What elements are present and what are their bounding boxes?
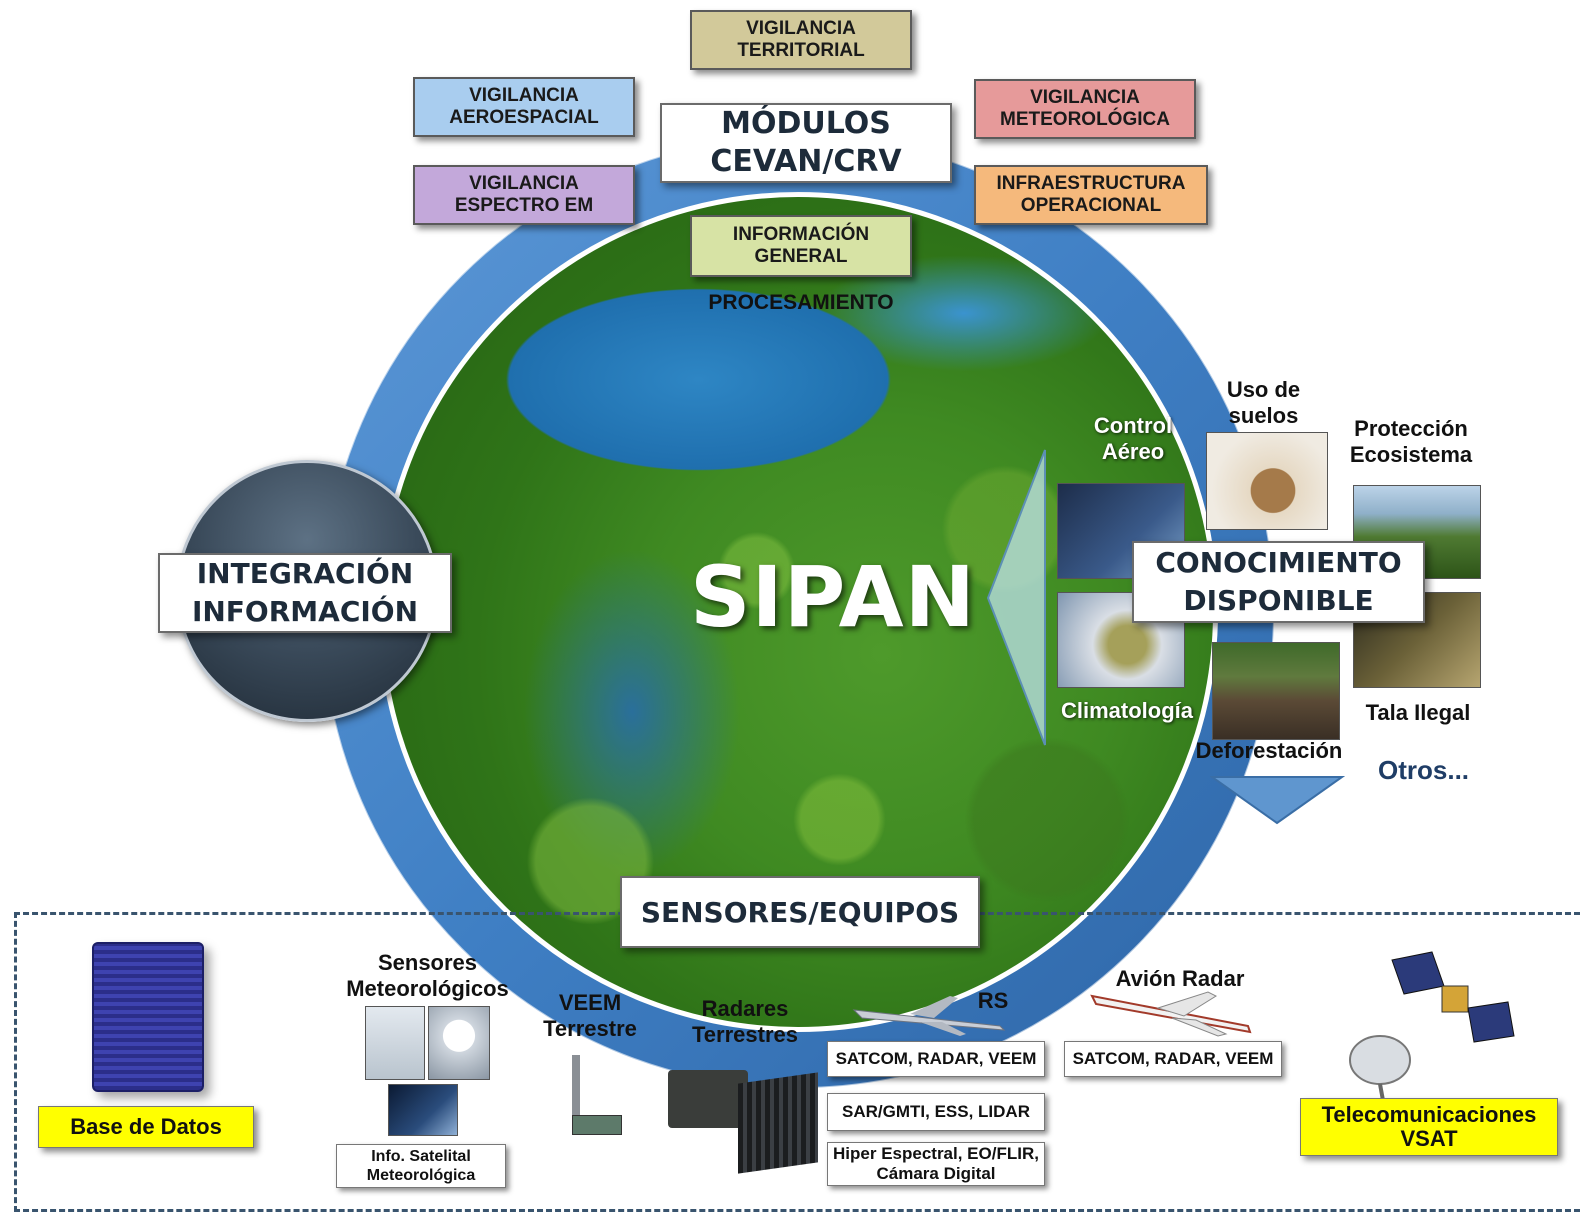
sensores-met-line: Sensores xyxy=(377,950,478,975)
rs-box-3-line: Hiper Espectral, EO/FLIR, xyxy=(833,1144,1039,1163)
rs-box-2: SAR/GMTI, ESS, LIDAR xyxy=(827,1093,1045,1131)
uso-suelos-photo xyxy=(1206,432,1328,530)
tala-label: Tala Ilegal xyxy=(1365,700,1471,725)
knowledge-arrow xyxy=(986,449,1046,746)
deforestacion-photo xyxy=(1212,642,1340,740)
sensores-title: SENSORES/EQUIPOS xyxy=(640,895,960,929)
radares-line: Radares xyxy=(701,996,789,1021)
uso-suelos-label: Uso de suelos xyxy=(1206,377,1321,429)
proteccion-label: Protección Ecosistema xyxy=(1340,416,1482,468)
module-line: ESPECTRO EM xyxy=(454,195,594,216)
radar-unit-icon xyxy=(668,1070,748,1128)
rs-box-1: SATCOM, RADAR, VEEM xyxy=(827,1041,1045,1077)
rs-box-3: Hiper Espectral, EO/FLIR, Cámara Digital xyxy=(827,1142,1045,1186)
radome-photo xyxy=(428,1006,490,1080)
modulos-title-line: CEVAN/CRV xyxy=(710,144,902,179)
veem-shelter-icon xyxy=(572,1115,622,1135)
uso-suelos-line: Uso de xyxy=(1226,377,1301,402)
veem-label: VEEM Terrestre xyxy=(530,990,650,1042)
server-icon xyxy=(92,942,204,1092)
module-vigilancia-aeroespacial: VIGILANCIA AEROESPACIAL xyxy=(413,77,635,137)
conocimiento-box: CONOCIMIENTO DISPONIBLE xyxy=(1132,541,1425,623)
veem-tower-icon xyxy=(572,1055,580,1133)
module-line: METEOROLÓGICA xyxy=(1000,109,1170,130)
info-satelital-line: Meteorológica xyxy=(366,1167,476,1184)
uso-suelos-line: suelos xyxy=(1228,403,1299,428)
module-line: VIGILANCIA xyxy=(469,85,579,106)
weather-station-photo xyxy=(365,1006,425,1080)
module-vigilancia-espectro-em: VIGILANCIA ESPECTRO EM xyxy=(413,165,635,225)
proteccion-line: Protección xyxy=(1354,416,1468,441)
modulos-title-box: MÓDULOS CEVAN/CRV xyxy=(660,103,952,183)
sensores-box: SENSORES/EQUIPOS xyxy=(620,876,980,948)
info-satelital-line: Info. Satelital xyxy=(371,1148,471,1165)
module-line: INFORMACIÓN xyxy=(732,224,870,245)
conocimiento-line: DISPONIBLE xyxy=(1183,584,1374,617)
base-datos-label: Base de Datos xyxy=(70,1114,222,1139)
satellite-photo xyxy=(388,1084,458,1136)
proteccion-line: Ecosistema xyxy=(1349,442,1473,467)
module-line: GENERAL xyxy=(754,246,848,267)
module-infraestructura-operacional: INFRAESTRUCTURA OPERACIONAL xyxy=(974,165,1208,225)
integracion-line: INFORMACIÓN xyxy=(191,595,419,628)
telecom-box: Telecomunicaciones VSAT xyxy=(1300,1098,1558,1156)
module-line: AEROESPACIAL xyxy=(449,107,599,128)
control-aereo-label: Control Aéreo xyxy=(1072,413,1194,465)
veem-line: VEEM xyxy=(558,990,622,1015)
conocimiento-line: CONOCIMIENTO xyxy=(1155,546,1402,579)
control-aereo-line: Control xyxy=(1093,413,1173,438)
info-satelital-box: Info. Satelital Meteorológica xyxy=(336,1144,506,1188)
radares-label: Radares Terrestres xyxy=(680,996,810,1048)
module-line: OPERACIONAL xyxy=(1020,195,1162,216)
base-datos-box: Base de Datos xyxy=(38,1106,254,1148)
integracion-box: INTEGRACIÓN INFORMACIÓN xyxy=(158,553,452,633)
module-line: VIGILANCIA xyxy=(469,173,579,194)
module-vigilancia-meteorologica: VIGILANCIA METEOROLÓGICA xyxy=(974,79,1196,139)
vsat-dish-icon xyxy=(1349,1035,1411,1107)
telecom-line: Telecomunicaciones xyxy=(1321,1102,1537,1127)
control-aereo-line: Aéreo xyxy=(1101,439,1165,464)
module-line: INFRAESTRUCTURA xyxy=(996,173,1186,194)
procesamiento-label: PROCESAMIENTO xyxy=(708,291,894,314)
avion-radar-label: Avión Radar xyxy=(1115,966,1245,991)
veem-line: Terrestre xyxy=(543,1016,637,1041)
rs-label: RS xyxy=(977,988,1009,1013)
rs-aircraft-icon xyxy=(852,996,1006,1036)
module-line: VIGILANCIA xyxy=(1030,87,1140,108)
radares-line: Terrestres xyxy=(692,1022,798,1047)
sensores-met-line: Meteorológicos xyxy=(346,976,509,1001)
otros-label: Otros... xyxy=(1378,755,1470,785)
satellite-icon xyxy=(1391,951,1515,1043)
module-line: VIGILANCIA xyxy=(746,18,856,39)
climatologia-label: Climatología xyxy=(1060,698,1193,723)
module-line: TERRITORIAL xyxy=(737,40,865,61)
telecom-line: VSAT xyxy=(1400,1126,1458,1151)
avion-box: SATCOM, RADAR, VEEM xyxy=(1064,1041,1282,1077)
module-informacion-general: INFORMACIÓN GENERAL xyxy=(690,215,912,277)
module-vigilancia-territorial: VIGILANCIA TERRITORIAL xyxy=(690,10,912,70)
radar-antenna-icon xyxy=(738,1072,818,1174)
sipan-title: SIPAN xyxy=(690,548,976,646)
sensores-met-label: Sensores Meteorológicos xyxy=(340,950,515,1002)
rs-box-3-line: Cámara Digital xyxy=(876,1164,996,1183)
down-arrow xyxy=(1210,776,1345,825)
deforestacion-label: Deforestación xyxy=(1195,738,1343,763)
integracion-line: INTEGRACIÓN xyxy=(196,557,414,590)
radar-aircraft-icon xyxy=(1090,991,1252,1037)
modulos-title-line: MÓDULOS xyxy=(721,106,891,141)
